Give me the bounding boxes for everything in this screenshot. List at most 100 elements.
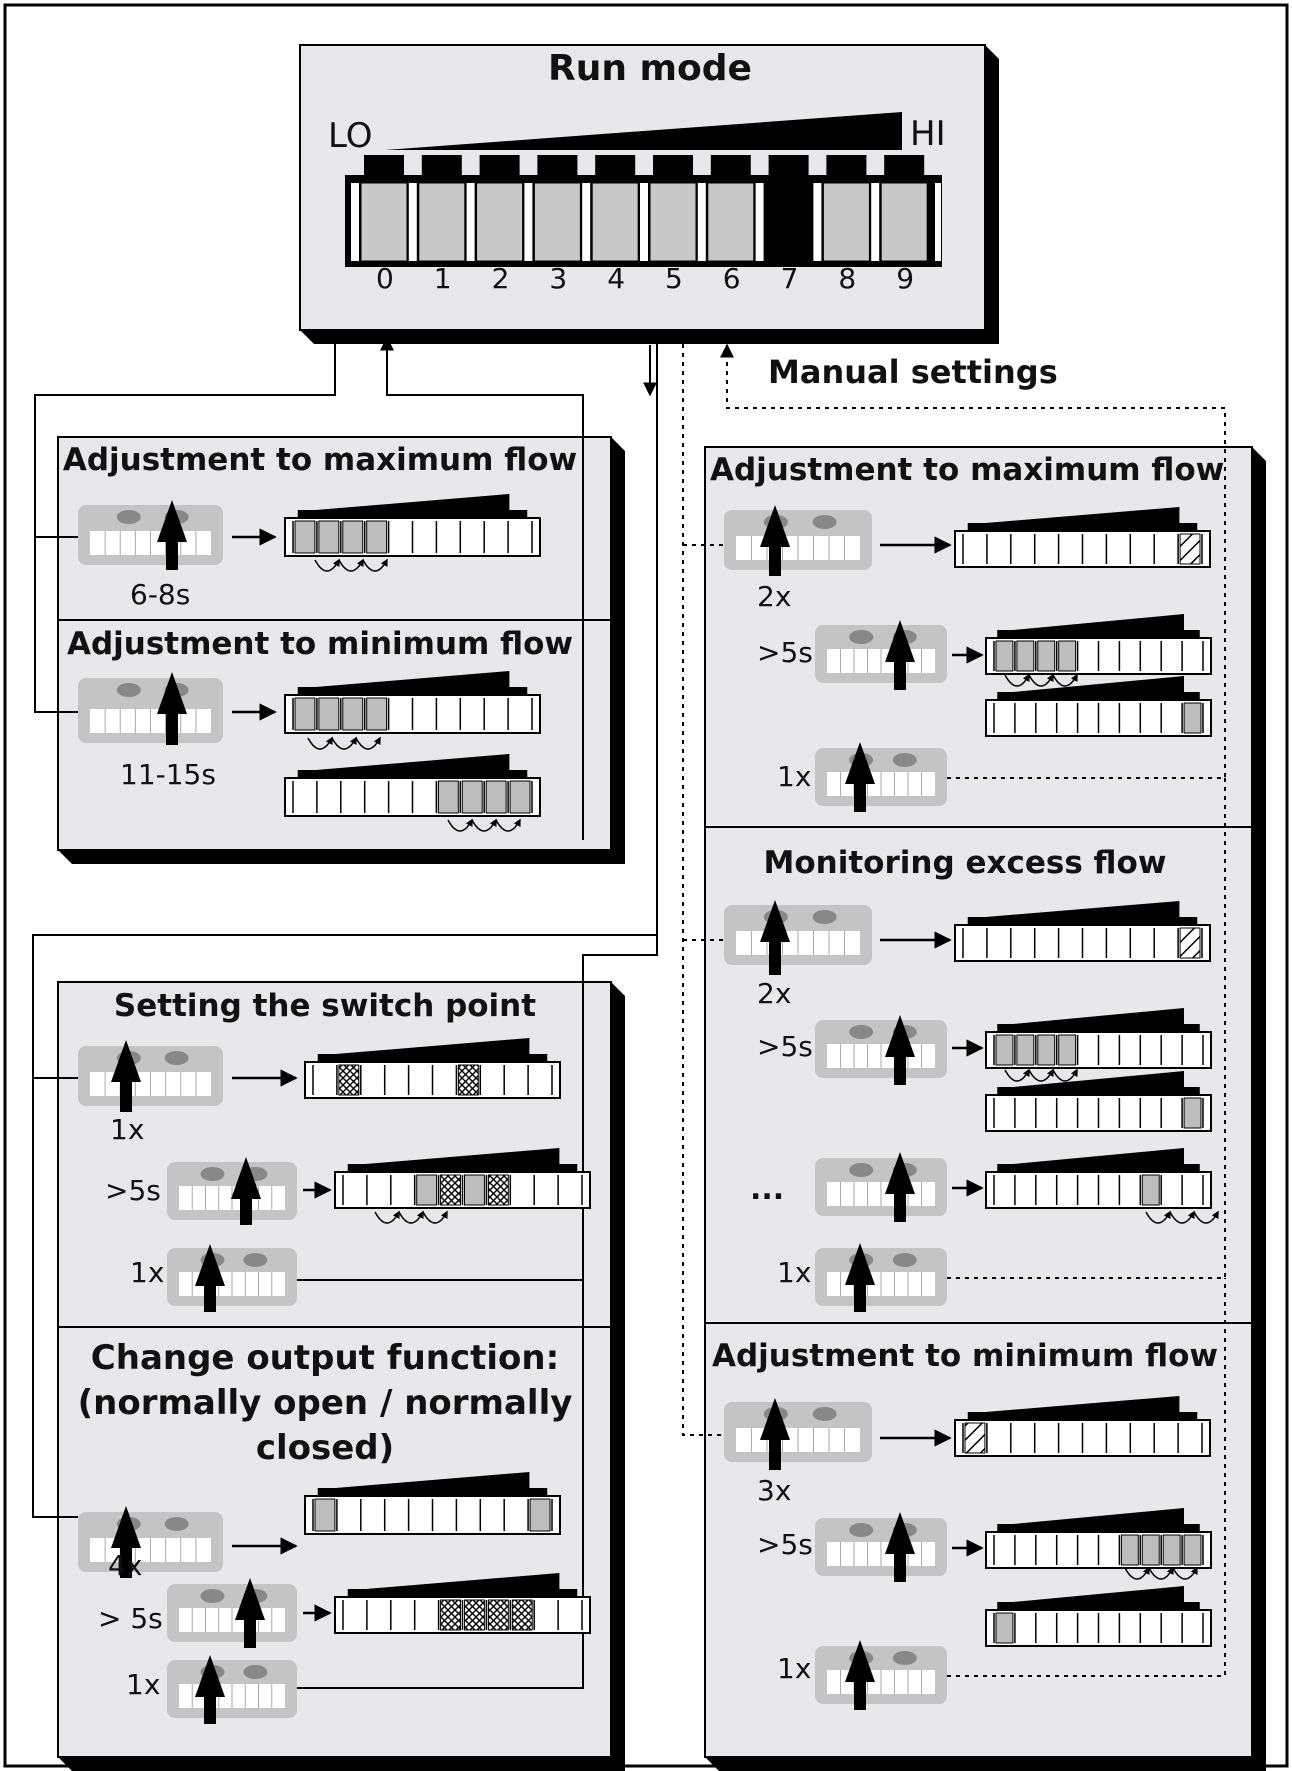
mini-active-segment	[440, 1174, 462, 1206]
scale-number: 1	[433, 262, 452, 295]
right-min-flow-title: Adjustment to minimum flow	[711, 1338, 1219, 1374]
cycle-arrow	[1004, 673, 1030, 687]
scale-gap	[640, 183, 648, 261]
push-button-arrow	[885, 1512, 915, 1582]
push-button-arrow	[845, 742, 875, 812]
mini-cap-band	[967, 1412, 1198, 1420]
mini-active-segment	[366, 697, 388, 731]
device-led-2	[812, 910, 837, 924]
right-max-step-2: >5s	[757, 636, 813, 669]
sensor-device	[815, 1152, 947, 1222]
mini-cap-band	[297, 770, 528, 778]
mini-active-segment	[1162, 1534, 1181, 1566]
mini-cap-band	[997, 630, 1200, 638]
mini-ramp	[315, 671, 510, 687]
device-led-2	[164, 1517, 189, 1531]
dotted-to-right-min	[682, 335, 724, 1436]
mini-active-segment	[338, 1064, 360, 1096]
cycle-arrow	[471, 818, 497, 832]
cycle-arrow	[1052, 673, 1078, 687]
scale-number: 4	[607, 262, 626, 295]
scale-gap	[697, 183, 706, 261]
right-max-step-1: 2x	[757, 580, 792, 613]
sensor-device	[167, 1157, 297, 1225]
mini-active-segment	[485, 780, 507, 814]
mini-led-bar	[985, 1008, 1212, 1069]
sensor-device	[815, 620, 947, 690]
dotted-excess-return	[947, 778, 1226, 1279]
cycle-arrow	[338, 558, 364, 572]
mini-active-segment	[464, 1174, 485, 1206]
scale-segment-cap	[421, 155, 462, 179]
scale-segment	[533, 182, 581, 262]
push-button-arrow	[885, 620, 915, 690]
mini-cap-band	[347, 1164, 578, 1172]
mini-cap-band	[997, 692, 1200, 700]
cycle-arrow	[1004, 1068, 1030, 1082]
mini-active-segment	[511, 1599, 533, 1631]
mini-cap-band	[997, 1602, 1200, 1610]
mini-ramp	[365, 1573, 560, 1589]
mini-active-segment	[964, 1422, 986, 1454]
mini-cap-band	[967, 523, 1198, 531]
mini-cap-band	[297, 687, 528, 695]
mini-led-bar	[985, 614, 1212, 675]
mini-led-bar	[985, 1508, 1212, 1569]
mini-active-segment	[1179, 927, 1201, 959]
sensor-device	[167, 1655, 297, 1724]
right-min-step-3: 1x	[777, 1652, 812, 1685]
push-button-arrow	[760, 1398, 790, 1470]
mini-active-segment	[318, 520, 340, 554]
outer-frame	[3, 3, 1289, 1768]
mini-led-bar	[985, 1148, 1212, 1209]
cycle-arrow	[447, 818, 473, 832]
mini-active-segment	[1058, 640, 1077, 672]
output-function-title-3: closed)	[255, 1428, 395, 1468]
mini-ramp	[1013, 1508, 1184, 1524]
scale-number: 7	[780, 262, 799, 295]
hi-label: HI	[910, 114, 946, 154]
manual-settings-label: Manual settings	[768, 353, 1058, 391]
mini-active-segment	[1037, 1034, 1056, 1066]
scale-gap	[871, 183, 880, 261]
device-led-1	[200, 1589, 225, 1603]
mini-active-segment	[1120, 1534, 1139, 1566]
cycle-arrow	[374, 1210, 400, 1224]
sensor-device	[724, 1398, 872, 1470]
scale-segment-cap	[537, 155, 578, 179]
scale-segment	[765, 182, 813, 262]
switch-step-3: 1x	[130, 1256, 165, 1289]
scale-gap	[524, 183, 533, 261]
output-function-title-2: (normally open / normally	[77, 1383, 573, 1423]
scale-gap	[351, 183, 359, 261]
mini-active-segment	[437, 780, 459, 814]
mini-active-segment	[366, 520, 388, 554]
mini-active-segment	[1183, 702, 1202, 734]
lo-label: LO	[328, 116, 373, 156]
mini-ramp	[335, 1472, 530, 1488]
mini-led-bar	[334, 1148, 591, 1209]
right-min-step-1: 3x	[757, 1474, 792, 1507]
mini-active-segment	[1141, 1534, 1160, 1566]
scale-segment-cap	[768, 155, 809, 179]
device-led-2	[243, 1665, 268, 1679]
mini-active-segment	[995, 640, 1014, 672]
dotted-manual-return	[720, 343, 1226, 779]
push-button-arrow	[235, 1578, 265, 1648]
output-step-3: 1x	[126, 1668, 161, 1701]
mini-led-bar	[304, 1472, 561, 1535]
dotted-min-return	[947, 1278, 1226, 1677]
sensor-device	[78, 1040, 223, 1112]
cycle-arrow	[1148, 1566, 1174, 1580]
excess-step-2: >5s	[757, 1030, 813, 1063]
scale-gap	[466, 183, 475, 261]
mini-active-segment	[461, 780, 483, 814]
mini-ramp	[315, 754, 510, 770]
scale-gap	[408, 183, 417, 261]
mini-active-segment	[487, 1599, 509, 1631]
mini-active-segment	[1016, 640, 1035, 672]
cycle-arrow	[362, 558, 388, 572]
mini-active-segment	[529, 1498, 551, 1532]
scale-segment	[476, 182, 524, 262]
device-led-1	[849, 1523, 874, 1537]
